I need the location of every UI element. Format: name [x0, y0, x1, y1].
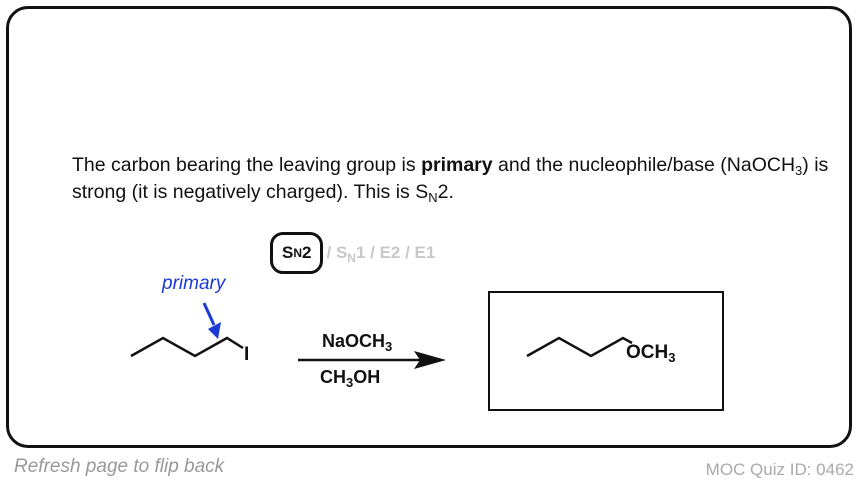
solvent-tail: OH	[353, 367, 381, 387]
product-group-main: OCH	[626, 342, 669, 363]
product-box	[488, 291, 724, 411]
solvent-main: CH	[320, 367, 346, 387]
explanation-text: The carbon bearing the leaving group is …	[72, 152, 832, 206]
solvent-sub: 3	[346, 375, 354, 390]
solvent-ch3oh: CH3OH	[320, 367, 381, 390]
reagent-top-main: NaOCH	[322, 331, 386, 351]
explanation-sub2: N	[428, 190, 438, 205]
quiz-id: MOC Quiz ID: 0462	[705, 460, 854, 479]
option-sn2-main: S	[282, 243, 294, 262]
reagent-top-sub: 3	[385, 339, 393, 354]
arrow-right-icon	[298, 351, 446, 369]
explanation-bold: primary	[421, 154, 493, 176]
reactant-skeleton	[130, 336, 244, 358]
product-methoxy-group: OCH3	[626, 342, 675, 364]
explanation-part3: ) is strong (it is negatively charged). …	[72, 154, 829, 203]
primary-annotation: primary	[162, 273, 226, 294]
option-sn1-sub: N	[347, 251, 356, 265]
option-rest-tail: 1 / E2 / E1	[355, 243, 436, 262]
product-skeleton	[526, 336, 633, 358]
explanation-part4: 2.	[437, 181, 454, 203]
explanation-part2: and the nucleophile/base (NaOCH	[492, 154, 796, 176]
reagent-naoch3: NaOCH3	[322, 331, 393, 354]
leaving-group-iodine: I	[244, 344, 250, 365]
option-sep: /	[326, 243, 336, 262]
refresh-hint: Refresh page to flip back	[14, 456, 225, 477]
option-sn2-tail: 2	[302, 243, 312, 262]
explanation-sub1: 3	[795, 163, 803, 178]
arrow-down-icon	[202, 302, 221, 339]
quiz-card	[6, 6, 852, 448]
option-other-mechanisms[interactable]: / SN1 / E2 / E1	[326, 241, 435, 265]
explanation-part1: The carbon bearing the leaving group is	[72, 154, 422, 176]
option-sn1-main: S	[335, 243, 348, 262]
product-group-sub: 3	[668, 350, 676, 365]
